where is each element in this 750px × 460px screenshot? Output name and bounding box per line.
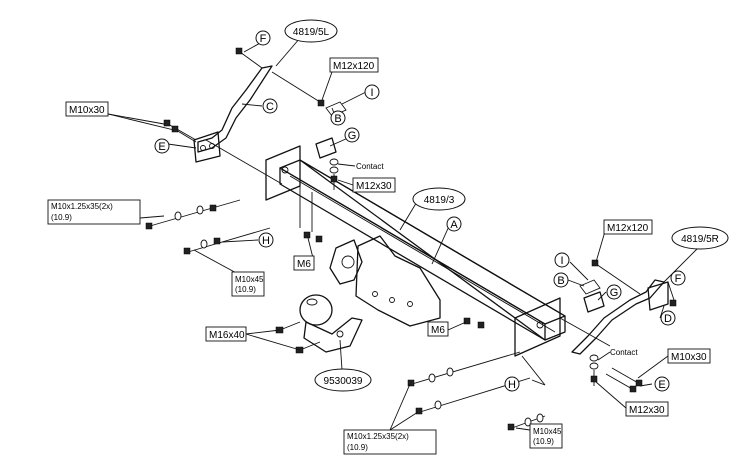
svg-text:H: H (508, 379, 516, 391)
svg-text:4819/5R: 4819/5R (681, 234, 719, 245)
svg-text:G: G (348, 130, 357, 142)
svg-text:A: A (450, 219, 458, 231)
hardware-group (107, 37, 699, 431)
svg-text:H: H (262, 235, 270, 247)
svg-text:M12x120: M12x120 (333, 61, 375, 72)
svg-text:I: I (370, 87, 373, 99)
callout-F-left: F (255, 30, 271, 46)
label-m12x120-left: M12x120 (329, 57, 379, 73)
callout-G-right: G (606, 284, 622, 300)
callout-I-right: I (554, 252, 570, 268)
svg-text:(10.9): (10.9) (347, 443, 368, 452)
svg-text:E: E (158, 141, 165, 153)
ref-4819-3: 4819/3 (412, 187, 466, 211)
ref-4819-5R: 4819/5R (671, 226, 729, 250)
svg-text:M10x30: M10x30 (69, 105, 105, 116)
label-m10x30-left: M10x30 (65, 101, 109, 117)
svg-text:F: F (675, 273, 682, 285)
svg-text:(10.9): (10.9) (51, 213, 72, 222)
callout-E-left: E (154, 138, 170, 154)
label-m12x30-right: M12x30 (625, 401, 669, 417)
left-bracket-4819-5L (193, 65, 283, 185)
tow-ball-9530039 (299, 294, 363, 353)
svg-text:B: B (557, 275, 564, 287)
label-m10x45-right: M10x45 (10.9) (529, 423, 563, 449)
svg-text:M10x30: M10x30 (671, 352, 707, 363)
svg-text:M10x1.25x35(2x): M10x1.25x35(2x) (347, 432, 409, 441)
label-m6-right: M6 (427, 321, 449, 337)
label-m10-35-left: M10x1.25x35(2x) (10.9) (47, 199, 141, 225)
svg-text:M10x45: M10x45 (235, 275, 264, 284)
label-m10x45-left: M10x45 (10.9) (231, 271, 265, 297)
callout-H-right: H (504, 376, 520, 392)
label-m12x120-right: M12x120 (603, 219, 653, 235)
center-plate (299, 186, 441, 327)
svg-text:4819/5L: 4819/5L (293, 27, 330, 38)
svg-text:F: F (260, 33, 267, 45)
svg-text:I: I (560, 255, 563, 267)
callout-E-right: E (654, 376, 670, 392)
svg-text:M12x30: M12x30 (356, 181, 392, 192)
callout-C: C (262, 98, 278, 114)
svg-text:M12x120: M12x120 (607, 223, 649, 234)
svg-text:E: E (658, 379, 665, 391)
ref-4819-5L: 4819/5L (284, 19, 338, 43)
label-contact-left: Contact (356, 162, 384, 171)
svg-text:M16x40: M16x40 (209, 330, 245, 341)
svg-text:M12x30: M12x30 (629, 405, 665, 416)
label-contact-right: Contact (610, 348, 638, 357)
right-bracket-4819-5R (559, 279, 669, 355)
label-m10x30-right: M10x30 (667, 348, 711, 364)
svg-text:4819/3: 4819/3 (424, 195, 455, 206)
svg-text:(10.9): (10.9) (533, 437, 554, 446)
svg-text:M10x1.25x35(2x): M10x1.25x35(2x) (51, 202, 113, 211)
label-m16x40: M16x40 (205, 326, 247, 342)
svg-text:9530039: 9530039 (324, 376, 363, 387)
label-m12x30-left: M12x30 (352, 177, 396, 193)
svg-text:M6: M6 (431, 325, 445, 336)
svg-text:G: G (610, 287, 619, 299)
svg-text:M6: M6 (297, 259, 311, 270)
callout-I-left: I (364, 84, 380, 100)
callout-B-left: B (330, 110, 346, 126)
callout-A: A (446, 216, 462, 232)
svg-text:(10.9): (10.9) (235, 285, 256, 294)
callout-G-left: G (344, 127, 360, 143)
callout-F-right: F (670, 270, 686, 286)
svg-text:M10x45: M10x45 (533, 427, 562, 436)
callout-H-left: H (258, 232, 274, 248)
callout-D: D (660, 310, 676, 326)
svg-text:D: D (664, 313, 672, 325)
label-m10-35-right: M10x1.25x35(2x) (10.9) (343, 429, 437, 455)
ref-9530039: 9530039 (314, 368, 372, 392)
svg-text:C: C (266, 101, 274, 113)
svg-text:B: B (334, 113, 341, 125)
label-m6-left: M6 (293, 255, 315, 271)
callout-B-right: B (553, 272, 569, 288)
